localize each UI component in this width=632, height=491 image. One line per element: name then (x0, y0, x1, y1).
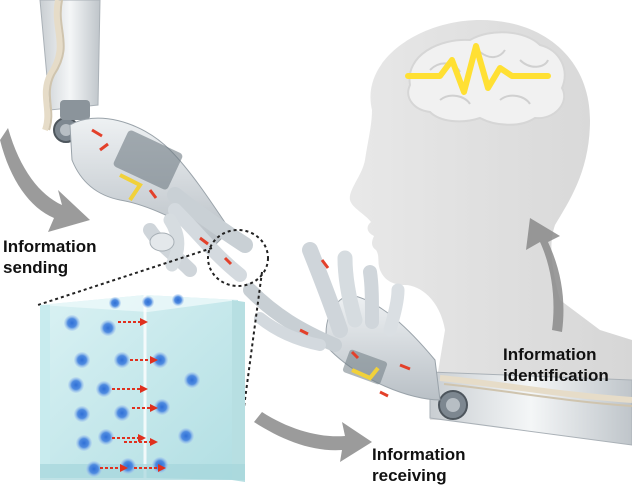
ion (154, 399, 170, 415)
ion (184, 372, 200, 388)
ion (178, 428, 194, 444)
ion (76, 435, 92, 451)
label-line: Information (503, 345, 597, 364)
label-information-identification: Information identification (503, 344, 609, 386)
zoom-leader-left (37, 247, 213, 306)
identify-arrow-icon (526, 218, 564, 332)
ion (96, 381, 112, 397)
sending-robot-arm (39, 0, 253, 282)
ion (114, 352, 130, 368)
contact-zoom-circle (207, 229, 269, 287)
label-line: sending (3, 258, 69, 277)
ion-particles (64, 294, 200, 477)
ion (100, 320, 116, 336)
ion (98, 429, 114, 445)
label-line: identification (503, 366, 609, 385)
label-information-receiving: Information receiving (372, 444, 466, 486)
ion (109, 297, 121, 309)
ion (74, 352, 90, 368)
receiving-robot-arm (243, 242, 632, 446)
ion (172, 294, 184, 306)
label-line: receiving (372, 466, 447, 485)
label-line: Information (3, 237, 97, 256)
label-line: Information (372, 445, 466, 464)
ion (68, 377, 84, 393)
send-arrow-icon (0, 128, 90, 232)
ion (142, 296, 154, 308)
receive-arrow-icon (254, 412, 372, 462)
ion (74, 406, 90, 422)
ion (64, 315, 80, 331)
ion (152, 352, 168, 368)
ion-flow-arrows (100, 318, 166, 472)
ion (86, 461, 102, 477)
brain-signal-wave (405, 43, 551, 95)
ion (114, 405, 130, 421)
label-information-sending: Information sending (3, 236, 97, 278)
